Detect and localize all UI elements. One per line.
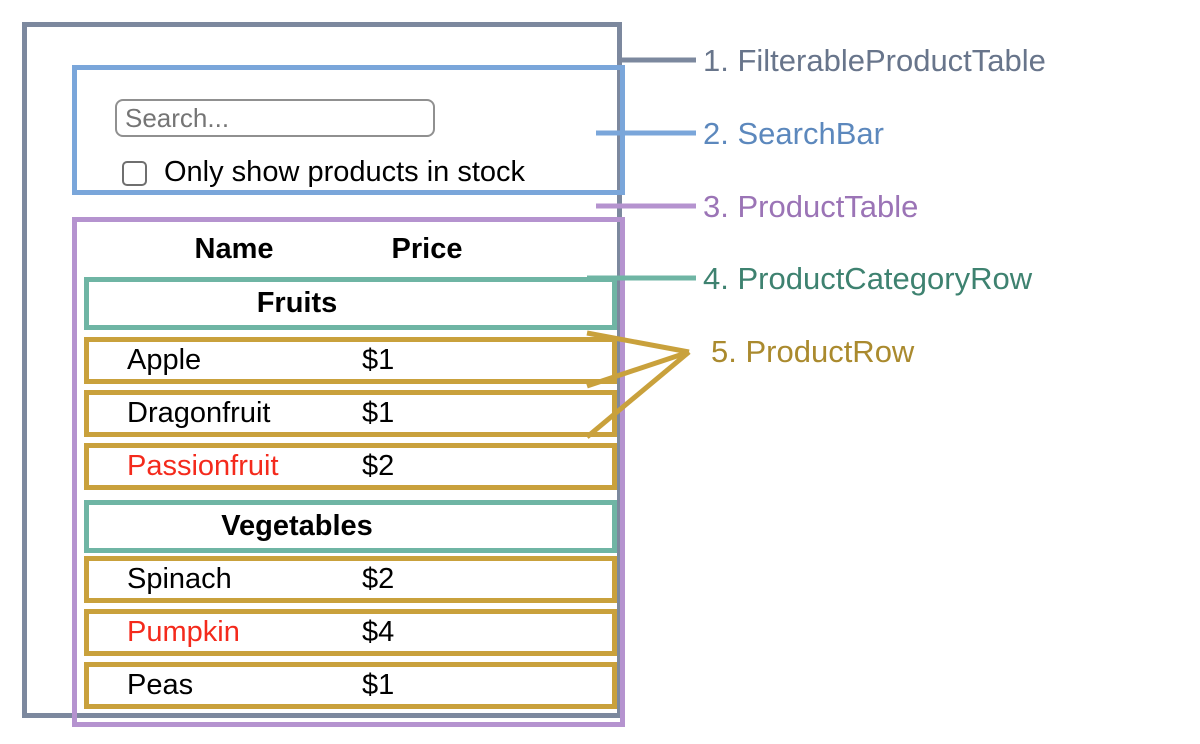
column-header-name: Name bbox=[194, 233, 274, 265]
product-name: Pumpkin bbox=[127, 616, 240, 648]
category-label: Fruits bbox=[256, 287, 338, 319]
in-stock-checkbox-label: Only show products in stock bbox=[164, 156, 526, 188]
annotation-filterable-product-table: 1. FilterableProductTable bbox=[703, 43, 1046, 78]
annotation-product-table: 3. ProductTable bbox=[703, 189, 919, 224]
product-row-peas: Peas $1 bbox=[84, 662, 617, 709]
product-name: Peas bbox=[127, 669, 194, 701]
product-row-pumpkin: Pumpkin $4 bbox=[84, 609, 617, 656]
annotation-product-row: 5. ProductRow bbox=[711, 334, 915, 369]
product-name: Apple bbox=[127, 344, 202, 376]
product-price: $2 bbox=[362, 450, 395, 482]
product-row-spinach: Spinach $2 bbox=[84, 556, 617, 603]
product-name: Dragonfruit bbox=[127, 397, 271, 429]
product-row-dragonfruit: Dragonfruit $1 bbox=[84, 390, 617, 437]
annotation-search-bar: 2. SearchBar bbox=[703, 116, 884, 151]
product-price: $4 bbox=[362, 616, 395, 648]
product-price: $1 bbox=[362, 397, 395, 429]
search-bar-box: Only show products in stock bbox=[72, 65, 625, 195]
product-name: Passionfruit bbox=[127, 450, 279, 482]
search-input[interactable] bbox=[115, 99, 435, 137]
category-label: Vegetables bbox=[221, 510, 373, 542]
in-stock-checkbox[interactable] bbox=[122, 161, 147, 186]
category-row-fruits: Fruits bbox=[84, 277, 617, 330]
filterable-product-table-box: Only show products in stock Name Price F… bbox=[22, 22, 625, 727]
product-table-box: Name Price Fruits Apple $1 Dragonfruit $… bbox=[72, 217, 625, 727]
product-price: $1 bbox=[362, 669, 395, 701]
category-row-vegetables: Vegetables bbox=[84, 500, 617, 553]
product-price: $1 bbox=[362, 344, 395, 376]
product-name: Spinach bbox=[127, 563, 232, 595]
product-row-apple: Apple $1 bbox=[84, 337, 617, 384]
product-row-passionfruit: Passionfruit $2 bbox=[84, 443, 617, 490]
annotation-product-category-row: 4. ProductCategoryRow bbox=[703, 261, 1033, 296]
column-header-price: Price bbox=[391, 233, 463, 265]
product-price: $2 bbox=[362, 563, 395, 595]
